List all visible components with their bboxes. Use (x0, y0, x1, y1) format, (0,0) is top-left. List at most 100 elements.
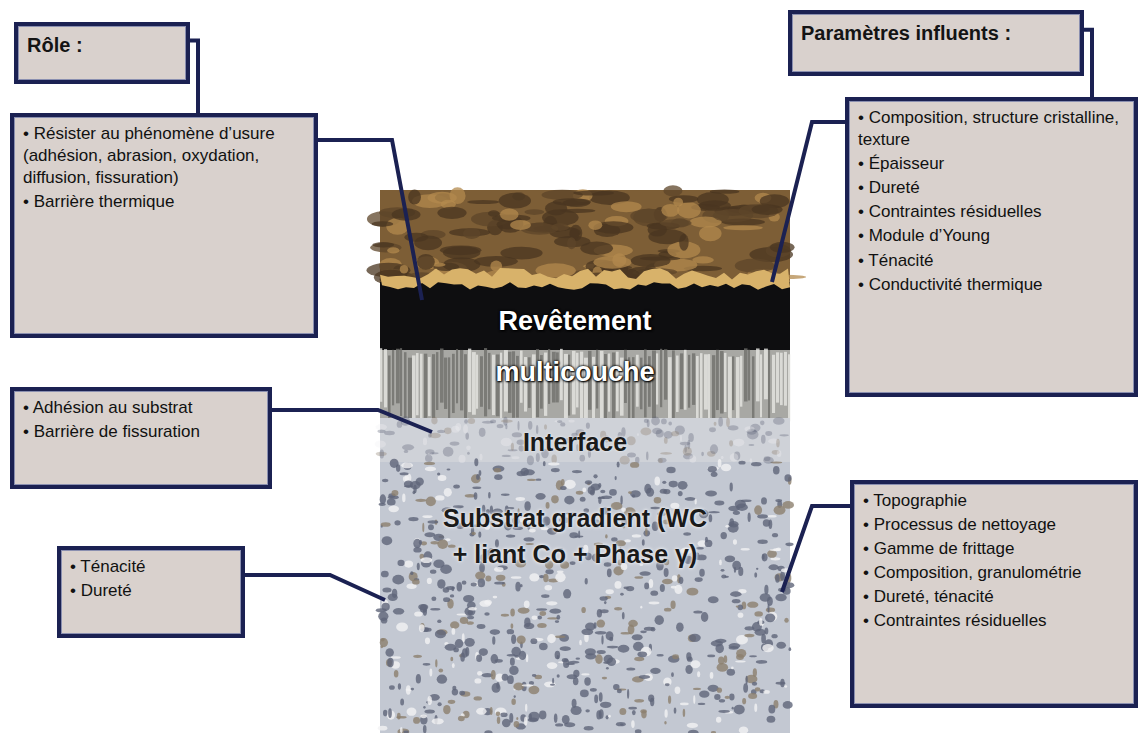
grain (773, 466, 780, 475)
grain (555, 723, 563, 726)
column-grain (476, 355, 478, 409)
bullet-text: • Épaisseur (858, 153, 1126, 175)
texture-spot (551, 223, 569, 231)
grain (617, 689, 622, 693)
grain (472, 486, 481, 489)
texture-spot (437, 207, 466, 219)
texture-spot (510, 220, 531, 230)
grain (479, 470, 482, 476)
grain (535, 493, 545, 500)
grain (479, 428, 486, 437)
grain (784, 618, 788, 623)
grain (437, 702, 441, 706)
grain (650, 591, 658, 596)
grain (378, 612, 388, 621)
grain (380, 494, 386, 504)
grain (450, 441, 460, 445)
column-grain (744, 348, 748, 401)
bracket-connector (190, 41, 198, 113)
grain (614, 607, 622, 610)
grain (784, 474, 791, 481)
bullet-text: • Contraintes résiduelles (858, 201, 1126, 223)
grain (382, 479, 388, 482)
grain (664, 568, 669, 577)
texture-spot (500, 247, 542, 260)
grain (491, 670, 496, 680)
grain (596, 710, 601, 719)
grain (678, 491, 683, 496)
grain (435, 659, 437, 667)
grain (564, 496, 574, 505)
role-box: • Résister au phénomène d’usure (adhésio… (10, 113, 318, 338)
grain (585, 480, 592, 484)
grain (716, 717, 721, 723)
grain (693, 610, 702, 613)
grain (620, 724, 624, 726)
bullet-text: • Dureté (858, 177, 1126, 199)
grain (425, 637, 430, 644)
grain (733, 439, 744, 447)
column-grain (428, 357, 431, 416)
grain (539, 643, 548, 651)
grain (514, 695, 516, 698)
grain (443, 705, 450, 714)
grain (725, 696, 730, 699)
texture-spot (611, 201, 642, 212)
grain (404, 560, 413, 567)
grain (689, 634, 701, 642)
grain (382, 536, 393, 545)
grain (764, 585, 768, 595)
grain (634, 576, 643, 579)
grain (464, 419, 468, 423)
texture-spot (699, 200, 731, 211)
grain (620, 456, 630, 465)
grain (546, 601, 557, 605)
grain (443, 447, 454, 457)
grain (604, 601, 607, 604)
grain (609, 489, 617, 496)
grain (626, 667, 635, 670)
grain (492, 683, 501, 693)
grain (388, 505, 399, 512)
grain (595, 631, 607, 635)
grain (467, 616, 474, 620)
grain (401, 462, 413, 468)
grain (555, 651, 561, 659)
grain (664, 608, 672, 612)
grain (689, 455, 696, 463)
grain (451, 586, 454, 591)
grain (762, 553, 768, 561)
grain (510, 609, 515, 617)
grain (474, 492, 478, 500)
grain (437, 472, 440, 475)
substrate-role-box: • Ténacité• Dureté (57, 546, 245, 638)
column-grain (440, 348, 444, 402)
grain (423, 663, 431, 666)
grain (719, 699, 725, 703)
grain (437, 430, 445, 433)
grain (476, 708, 487, 715)
column-grain (388, 356, 391, 419)
grain (462, 581, 467, 585)
grain (718, 417, 723, 427)
grain (597, 650, 606, 654)
grain (474, 696, 482, 700)
column-grain (708, 354, 710, 423)
grain (736, 606, 739, 608)
grain (663, 489, 670, 494)
grain (741, 548, 750, 550)
grain (680, 703, 689, 706)
grain (582, 487, 586, 492)
bullet-text: • Barrière de fissuration (23, 421, 260, 443)
grain (637, 433, 639, 436)
grain (754, 572, 757, 578)
grain (560, 422, 565, 426)
grain (468, 610, 473, 615)
grain (757, 514, 768, 518)
grain (738, 567, 743, 576)
grain (738, 613, 744, 618)
grain (496, 575, 506, 581)
grain (728, 643, 740, 649)
grain (493, 465, 505, 472)
grain (415, 499, 426, 502)
